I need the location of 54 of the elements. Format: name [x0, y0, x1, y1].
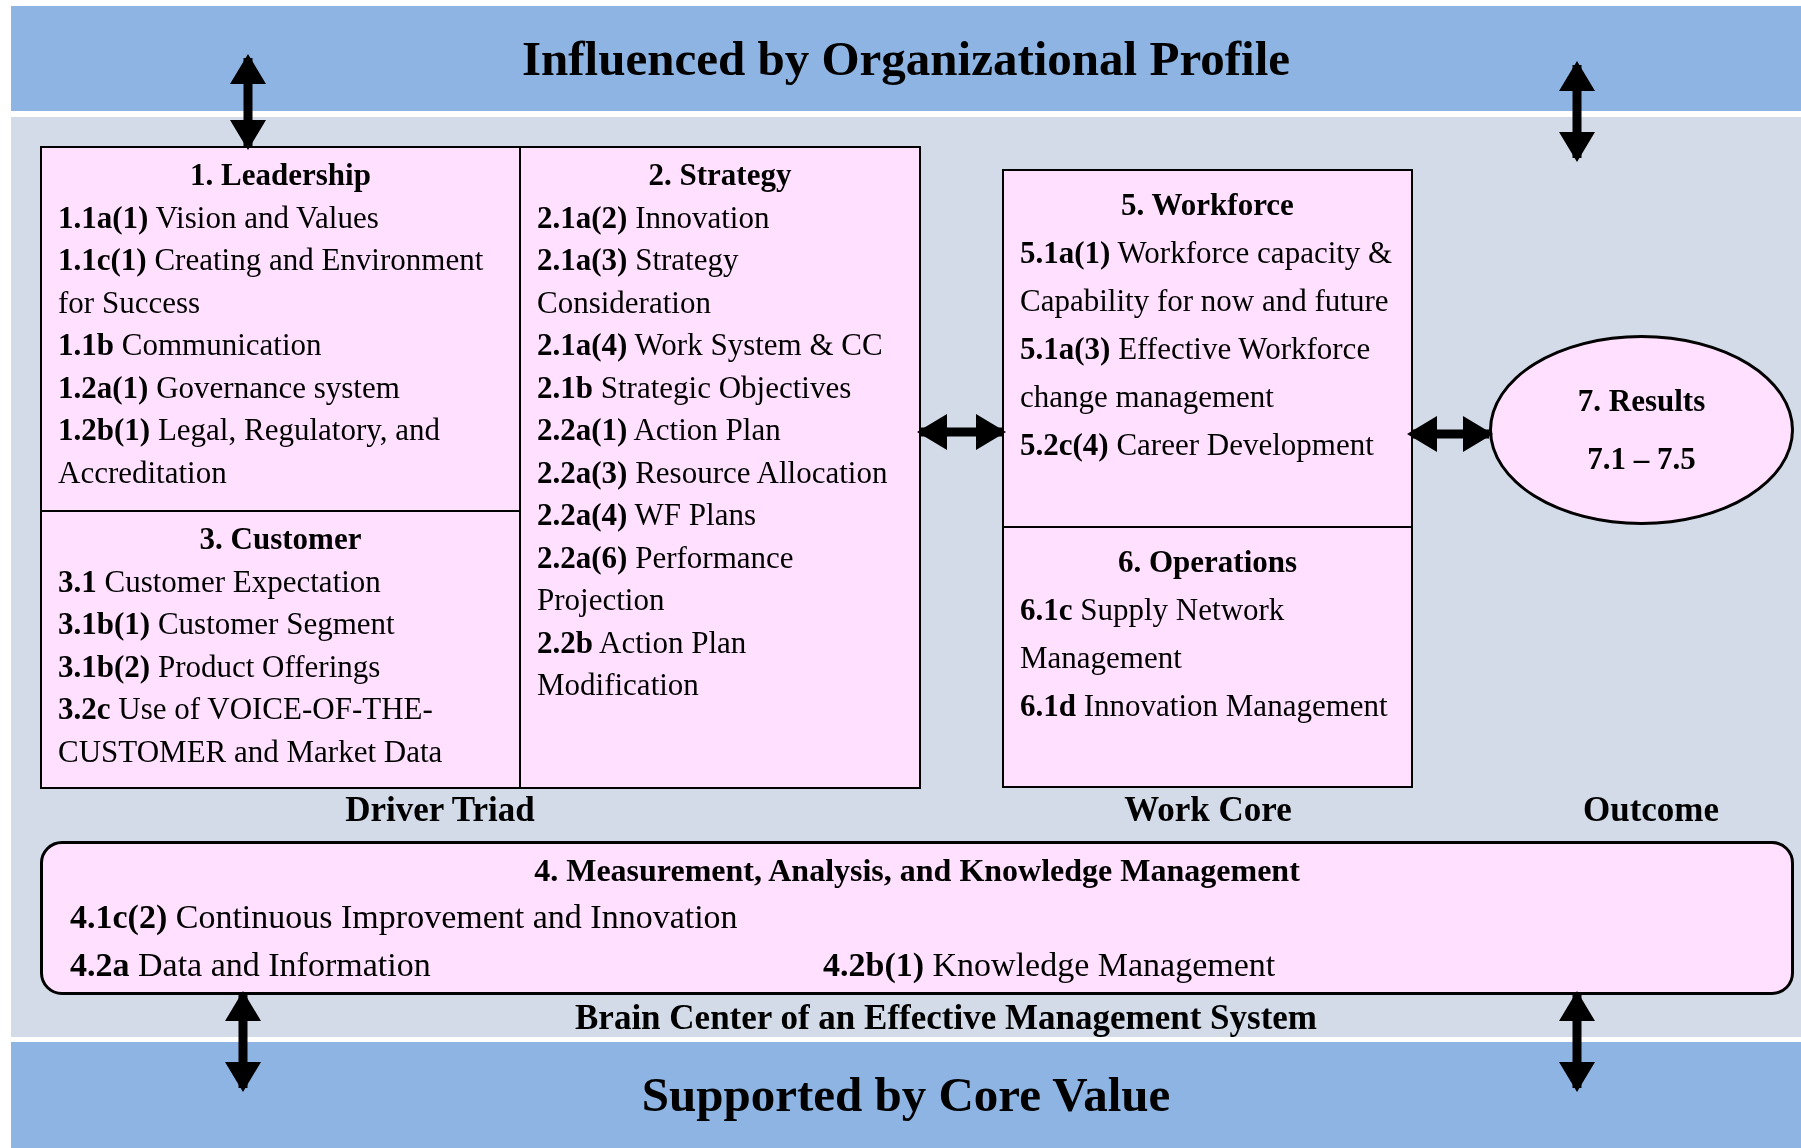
box-heading: 3. Customer	[198, 520, 363, 558]
item-text: 2.1b Strategic Objectives	[537, 368, 853, 407]
box-heading: 1. Leadership	[189, 156, 372, 194]
item-text: 3.2c Use of VOICE-OF-THE-CUSTOMER and Market Data	[58, 690, 444, 771]
band-title: Supported by Core Value	[641, 1066, 1171, 1125]
item-text: 1.1a(1) Vision and Values	[58, 198, 380, 237]
group-label: Outcome	[1581, 789, 1721, 831]
item-text: 2.2a(3) Resource Allocation	[537, 453, 889, 492]
item-text: 2.1a(4) Work System & CC	[537, 326, 884, 364]
item-text: 1.2a(1) Governance system	[58, 368, 401, 407]
item-text: 4.2b(1) Knowledge Management	[823, 945, 1276, 985]
item-text: 5.1a(3) Effective Workforce change management	[1020, 330, 1372, 416]
item-text: 1.1b Communication	[58, 326, 323, 364]
item-text: 3.1b(2) Product Offerings	[58, 647, 382, 686]
item-text: 1.1c(1) Creating and Environment for Success	[58, 241, 485, 322]
box-heading: 7. Results	[1577, 381, 1706, 420]
category-box	[40, 510, 521, 789]
item-text: 3.1 Customer Expectation	[58, 562, 382, 601]
group-label: Brain Center of an Effective Management System	[574, 997, 1318, 1039]
item-text: 6.1d Innovation Management	[1020, 687, 1389, 725]
double-arrow	[225, 991, 261, 1092]
group-label: Driver Triad	[344, 789, 536, 831]
item-text: 2.2a(4) WF Plans	[537, 496, 758, 534]
double-arrow	[1559, 61, 1595, 162]
category-box	[40, 841, 1794, 995]
item-text: 1.2b(1) Legal, Regulatory, and Accreditation	[58, 411, 441, 492]
category-box	[40, 146, 521, 512]
item-text: 2.1a(3) Strategy Consideration	[537, 241, 740, 322]
header-band	[11, 6, 1801, 111]
item-text: 2.2a(1) Action Plan	[537, 411, 782, 449]
band-title: Influenced by Organizational Profile	[521, 29, 1291, 88]
item-text: 6.1c Supply Network Management	[1020, 591, 1286, 677]
item-text: 2.2b Action Plan Modification	[537, 623, 748, 704]
double-arrow	[230, 54, 266, 150]
category-box	[1002, 169, 1413, 528]
footer-band	[11, 1042, 1801, 1148]
category-box	[1002, 526, 1413, 788]
results-range: 7.1 – 7.5	[1587, 440, 1696, 478]
item-text: 3.1b(1) Customer Segment	[58, 605, 396, 643]
group-label: Work Core	[1123, 789, 1293, 831]
item-text: 5.1a(1) Workforce capacity & Capability for now and future	[1020, 234, 1394, 320]
double-arrow	[1407, 416, 1493, 452]
category-box	[519, 146, 921, 789]
box-heading: 5. Workforce	[1120, 186, 1295, 224]
item-text: 2.1a(2) Innovation	[537, 198, 771, 237]
double-arrow	[917, 414, 1006, 450]
box-heading: 6. Operations	[1116, 543, 1299, 581]
item-text: 4.1c(2) Continuous Improvement and Innovation	[70, 897, 738, 937]
item-text: 4.2a Data and Information	[70, 945, 431, 985]
item-text: 2.2a(6) Performance Projection	[537, 538, 795, 619]
double-arrow	[1559, 991, 1595, 1092]
item-text: 5.2c(4) Career Development	[1020, 426, 1375, 464]
box-heading: 2. Strategy	[647, 156, 793, 194]
box-heading: 4. Measurement, Analysis, and Knowledge Management	[533, 851, 1301, 890]
